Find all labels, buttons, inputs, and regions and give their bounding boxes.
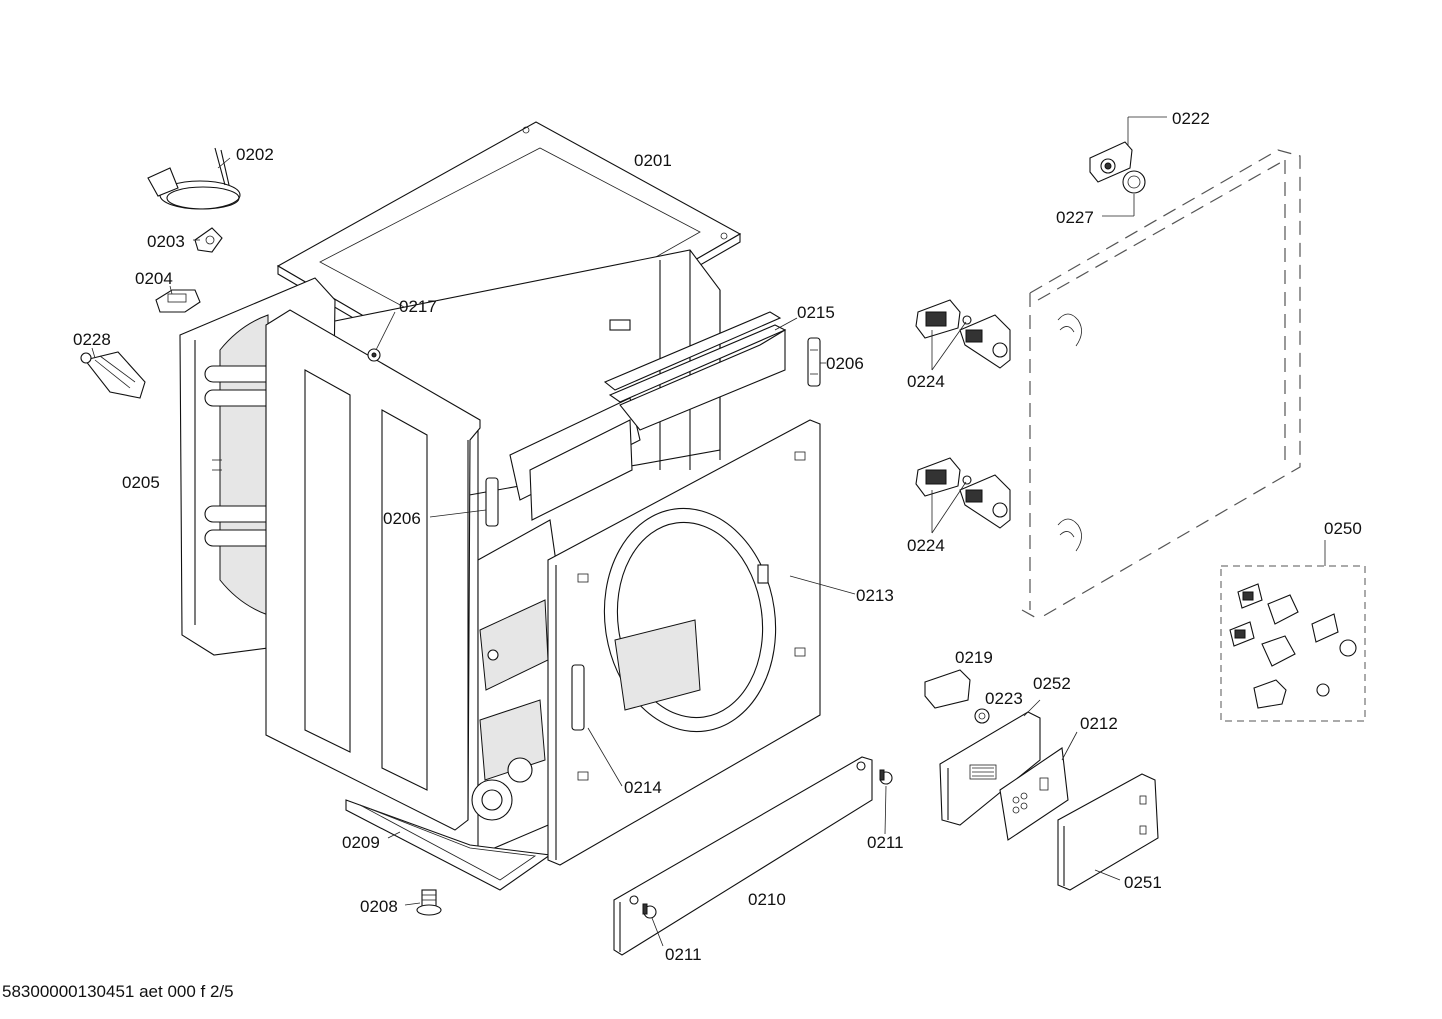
part-0227-knob [1122, 170, 1146, 194]
label-0222: 0222 [1172, 109, 1210, 128]
part-labels: 0201 0202 0203 0204 0205 0206 0206 0208 … [73, 109, 1362, 964]
part-0210-plinth [613, 756, 873, 956]
document-reference: 58300000130451 aet 000 f 2/5 [2, 982, 234, 1001]
part-0211-clip-left [642, 903, 657, 919]
part-0222-latch [1089, 141, 1133, 183]
leader-lines [91, 116, 1326, 947]
part-0228-pump-unit [80, 351, 146, 399]
part-0251-cover [1057, 773, 1159, 891]
part-screw-left [487, 649, 499, 661]
door-outline-dashed [1021, 149, 1301, 621]
part-0250-hinge-kit [1220, 565, 1366, 722]
label-0211-left: 0211 [665, 945, 702, 964]
label-0203: 0203 [147, 232, 185, 251]
label-0251: 0251 [1124, 873, 1162, 892]
part-0204-bracket [155, 289, 201, 313]
label-0250: 0250 [1324, 519, 1362, 538]
label-0252: 0252 [1033, 674, 1071, 693]
part-0208-foot [416, 889, 442, 916]
label-0210: 0210 [748, 890, 786, 909]
label-0213: 0213 [856, 586, 894, 605]
label-0215: 0215 [797, 303, 835, 322]
part-0224-hinge-upper [915, 299, 1011, 369]
label-0202: 0202 [236, 145, 274, 164]
label-0212: 0212 [1080, 714, 1118, 733]
label-0219: 0219 [955, 648, 993, 667]
part-0223-button [974, 708, 990, 724]
part-inner-structure [471, 397, 641, 856]
label-0206-left: 0206 [383, 509, 421, 528]
part-0202-mains-cable [147, 147, 241, 210]
part-0224-hinge-lower [915, 457, 1011, 529]
label-0201: 0201 [634, 151, 672, 170]
label-0224-lower: 0224 [907, 536, 945, 555]
part-0215-cross-member [603, 311, 787, 431]
label-0205: 0205 [122, 473, 160, 492]
label-0204: 0204 [135, 269, 173, 288]
part-0211-clip-right [879, 769, 893, 785]
label-0208: 0208 [360, 897, 398, 916]
part-0206-hinge-right [807, 337, 821, 387]
part-left-side-panel [265, 309, 499, 831]
label-0217: 0217 [399, 297, 437, 316]
label-0206-right: 0206 [826, 354, 864, 373]
part-0217-screw [367, 348, 381, 362]
part-0203-strain-relief [194, 227, 223, 253]
part-0213-front-panel [547, 419, 821, 866]
part-0209-base-frame [345, 799, 552, 891]
part-0219-switch-cap [924, 669, 971, 709]
label-0227: 0227 [1056, 208, 1094, 227]
label-0211-right: 0211 [867, 833, 904, 852]
label-0214: 0214 [624, 778, 662, 797]
label-0224-upper: 0224 [907, 372, 945, 391]
label-0209: 0209 [342, 833, 380, 852]
part-0212-circuit-board [999, 747, 1069, 841]
label-0223: 0223 [985, 689, 1023, 708]
label-0228: 0228 [73, 330, 111, 349]
